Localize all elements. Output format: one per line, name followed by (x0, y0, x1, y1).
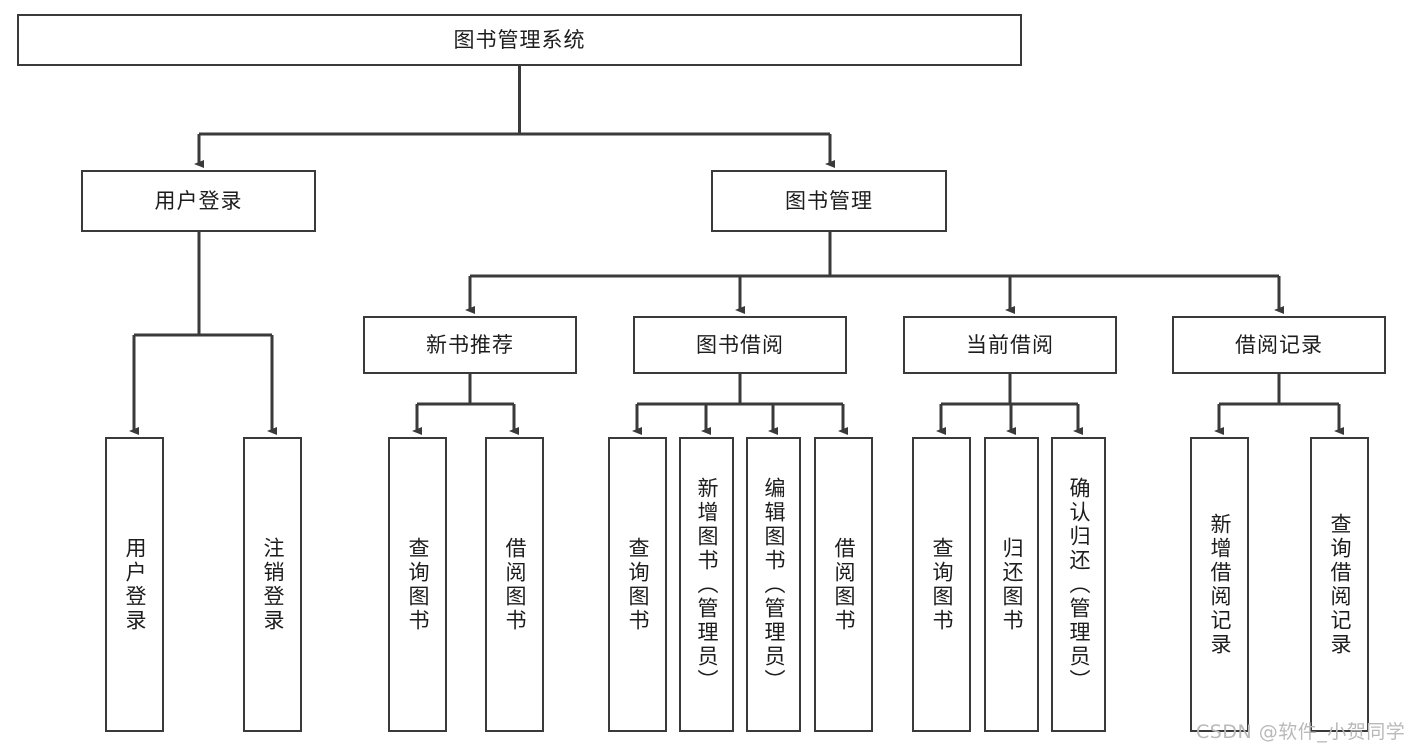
node-root[interactable]: 图书管理系统 (17, 14, 1022, 66)
node-level4-9[interactable]: 归还图书 (984, 437, 1039, 732)
node-label: 查询图书 (406, 536, 430, 633)
csdn-watermark: CSDN @软件_小贺同学 (1196, 721, 1405, 743)
node-level4-5[interactable]: 新增图书（管理员） (679, 437, 734, 732)
node-level4-2[interactable]: 查询图书 (388, 437, 447, 732)
node-label: 借阅图书 (832, 536, 856, 633)
node-level4-0[interactable]: 用户登录 (105, 437, 164, 732)
node-label: 查询借阅记录 (1328, 512, 1352, 657)
node-level4-7[interactable]: 借阅图书 (814, 437, 873, 732)
node-level3-0[interactable]: 新书推荐 (363, 316, 577, 374)
node-label: 图书管理系统 (453, 27, 586, 52)
node-level2-0[interactable]: 用户登录 (81, 170, 316, 232)
node-label: 图书借阅 (696, 332, 784, 357)
node-level4-12[interactable]: 查询借阅记录 (1310, 437, 1369, 732)
node-level4-3[interactable]: 借阅图书 (485, 437, 544, 732)
node-level4-1[interactable]: 注销登录 (243, 437, 302, 732)
node-label: 借阅记录 (1235, 332, 1323, 357)
node-label: 当前借阅 (966, 332, 1054, 357)
node-level4-6[interactable]: 编辑图书（管理员） (746, 437, 801, 732)
node-level3-3[interactable]: 借阅记录 (1172, 316, 1386, 374)
node-label: 编辑图书（管理员） (762, 476, 786, 693)
node-label: 新增图书（管理员） (695, 476, 719, 693)
node-label: 用户登录 (154, 188, 243, 213)
node-level3-2[interactable]: 当前借阅 (903, 316, 1117, 374)
node-label: 新书推荐 (426, 332, 514, 357)
node-label: 确认归还（管理员） (1067, 476, 1091, 693)
node-label: 查询图书 (626, 536, 650, 633)
node-level3-1[interactable]: 图书借阅 (633, 316, 847, 374)
node-label: 新增借阅记录 (1208, 512, 1232, 657)
node-level4-4[interactable]: 查询图书 (608, 437, 667, 732)
node-label: 归还图书 (1000, 536, 1024, 633)
node-label: 查询图书 (930, 536, 954, 633)
node-label: 注销登录 (261, 536, 285, 633)
node-level4-10[interactable]: 确认归还（管理员） (1051, 437, 1106, 732)
node-level4-8[interactable]: 查询图书 (912, 437, 971, 732)
node-level2-1[interactable]: 图书管理 (711, 170, 947, 232)
node-label: 借阅图书 (503, 536, 527, 633)
node-level4-11[interactable]: 新增借阅记录 (1190, 437, 1249, 732)
node-label: 图书管理 (785, 188, 873, 213)
node-label: 用户登录 (123, 536, 147, 633)
